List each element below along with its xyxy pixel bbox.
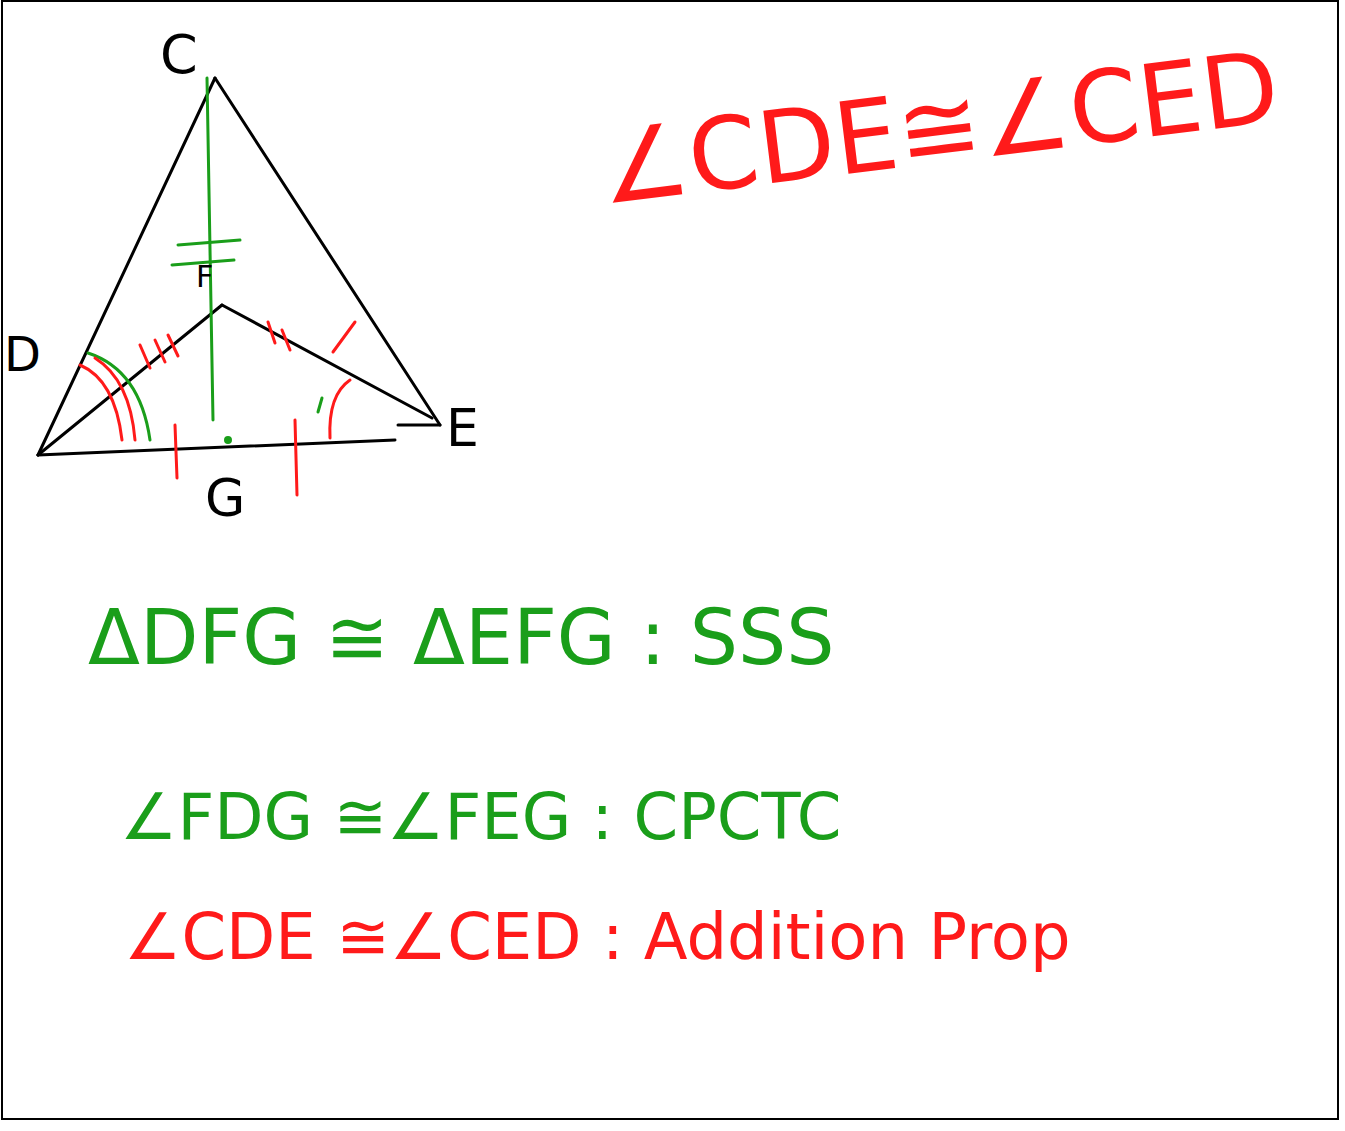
proof-step: ∠FDG ≅∠FEG : CPCTC [120,785,842,849]
proof-step: ΔDFG ≅ ΔEFG : SSS [88,600,834,676]
vertex-label: F [196,262,213,292]
vertex-label: G [205,472,245,524]
proof-step: ∠CDE ≅∠CED : Addition Prop [124,905,1071,969]
given-statement: ∠CDE≅∠CED [594,37,1284,220]
triangle-lines [38,78,440,455]
green-marks [88,78,322,443]
vertex-label: E [446,402,479,454]
vertex-label: D [4,330,41,378]
red-marks [80,322,355,495]
vertex-label: C [160,28,198,82]
